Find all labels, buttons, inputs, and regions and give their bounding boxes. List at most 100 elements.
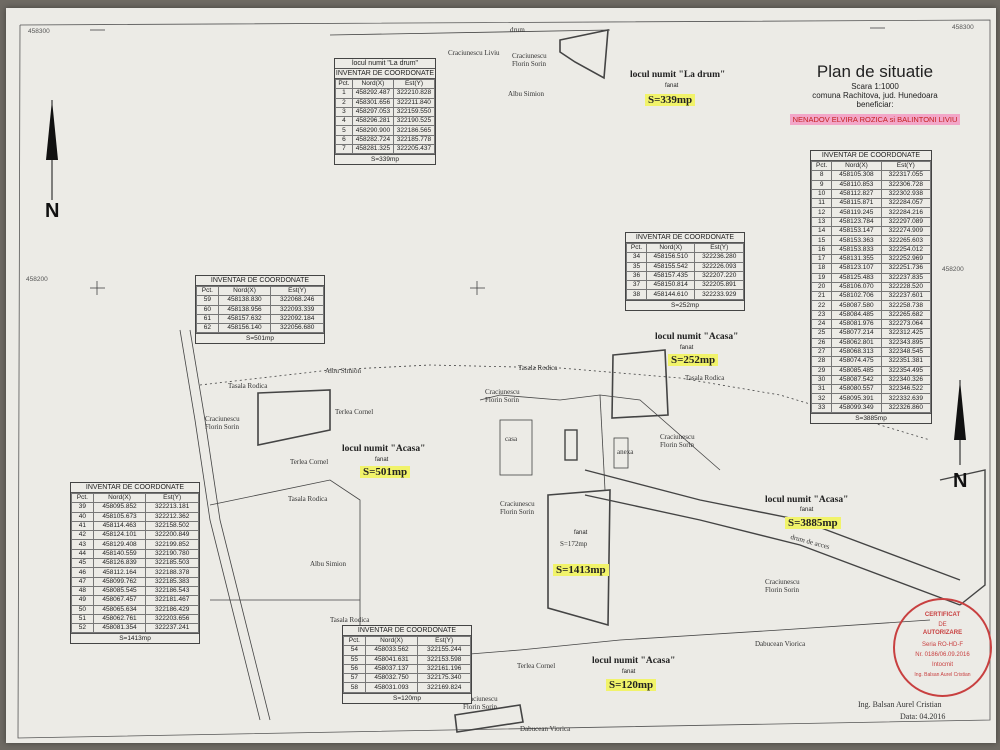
parcel-acasa-3885-name: locul numit "Acasa"	[765, 495, 849, 505]
table-header-cell: Pct.	[196, 285, 219, 297]
table-cell: 24	[810, 319, 833, 330]
table-cell: 322186.565	[392, 125, 436, 136]
table-cell: 322237.241	[145, 623, 199, 634]
table-cell: 322254.012	[880, 244, 932, 255]
table-cell: 322236.280	[694, 252, 744, 263]
table-cell: 322251.736	[880, 263, 932, 274]
grid-coord-left-mid: 458200	[26, 276, 48, 283]
table-cell: 322190.525	[392, 116, 436, 127]
table-cell: 458041.631	[364, 654, 419, 665]
table-cell: 322092.184	[270, 313, 324, 325]
table-cell: 35	[626, 261, 647, 272]
table-header-cell: Nord(X)	[364, 635, 419, 647]
table-cell: 458105.673	[92, 511, 147, 522]
table-cell: 458081.976	[831, 319, 882, 330]
table-cell: 458068.313	[831, 346, 882, 358]
table-cell: 27	[810, 346, 833, 358]
table-cell: 458153.147	[831, 226, 882, 237]
table-cell: 17	[810, 253, 833, 265]
table-cell: 21	[810, 291, 833, 302]
label-dabucean-viorica-2: Dabucean Viorica	[520, 725, 571, 733]
label-craciunescu-florin-right: Craciunescu Florin Sorin	[660, 433, 695, 449]
label-terlea-cornel-3: Terlea Cornel	[517, 662, 556, 670]
table-cell: 322348.545	[880, 346, 932, 358]
table-cell: 458062.761	[92, 613, 147, 625]
table-cell: 458156.140	[217, 323, 272, 334]
table-cell: 33	[810, 402, 833, 414]
table-cell: 322207.220	[694, 270, 744, 282]
table-cell: 49	[71, 595, 94, 606]
parcel-acasa-252-fanat: fanat	[680, 345, 694, 351]
table-cell: 322265.682	[880, 309, 932, 321]
table-area: S=252mp	[626, 299, 744, 310]
table-cell: 322213.181	[145, 502, 199, 513]
table-cell: 458131.355	[831, 253, 882, 265]
label-casa: casa	[505, 435, 518, 443]
table-cell: 322200.849	[145, 530, 199, 541]
table-header-row: Pct.Nord(X)Est(Y)	[810, 160, 932, 172]
table-cell: 458296.281	[351, 116, 394, 127]
table-cell: 322237.601	[880, 291, 932, 302]
table-cell: 4	[335, 116, 353, 127]
table-cell: 322161.196	[417, 663, 471, 675]
table-cell: 322297.089	[880, 216, 932, 228]
table-cell: 56	[343, 663, 366, 675]
table-cell: 48	[71, 585, 94, 597]
table-cell: 322346.522	[880, 384, 932, 395]
parcel-acasa-252-name: locul numit "Acasa"	[655, 332, 739, 342]
label-tasala-rodica-3: Tasala Rodica	[685, 374, 725, 382]
table-cell: 458099.762	[92, 576, 147, 587]
table-cell: 322203.656	[145, 613, 199, 625]
table-cell: 322284.216	[880, 207, 932, 218]
beneficiar-label: beneficiar:	[856, 100, 894, 109]
table-cell: 458095.391	[831, 393, 882, 404]
label-craciunescu-florin-top: Craciunescu Florin Sorin	[512, 52, 547, 68]
table-header-row: Pct.Nord(X)Est(Y)	[335, 78, 436, 90]
table-cell: 322233.929	[694, 289, 744, 300]
parcel-acasa-120-name: locul numit "Acasa"	[592, 656, 676, 666]
table-cell: 322212.362	[145, 511, 199, 522]
table-cell: 322274.909	[880, 226, 932, 237]
table-cell: 458095.852	[92, 502, 147, 513]
label-albu-simion-top: Albu Simion	[508, 90, 544, 98]
label-anexa: anexa	[617, 448, 634, 456]
table-cell: 458033.562	[364, 645, 419, 656]
table-cell: 322205.437	[392, 144, 436, 155]
table-cell: 458112.164	[92, 567, 147, 578]
parcel-la-drum-area: S=339mp	[645, 90, 696, 108]
parcel-acasa-120-fanat: fanat	[622, 669, 636, 675]
signature-date: Data: 04.2016	[900, 712, 946, 721]
table-cell: 322351.381	[880, 356, 932, 367]
table-area: S=1413mp	[71, 633, 199, 643]
table-cell: 36	[626, 270, 647, 282]
table-cell: 26	[810, 337, 833, 348]
table-cell: 41	[71, 520, 94, 532]
table-cell: 54	[343, 645, 366, 656]
table-header-cell: Est(Y)	[880, 160, 932, 172]
table-cell: 458032.750	[364, 673, 419, 684]
table-cell: 458085.545	[92, 585, 147, 597]
table-area: S=339mp	[335, 154, 435, 164]
table-header-cell: Est(Y)	[392, 78, 436, 90]
